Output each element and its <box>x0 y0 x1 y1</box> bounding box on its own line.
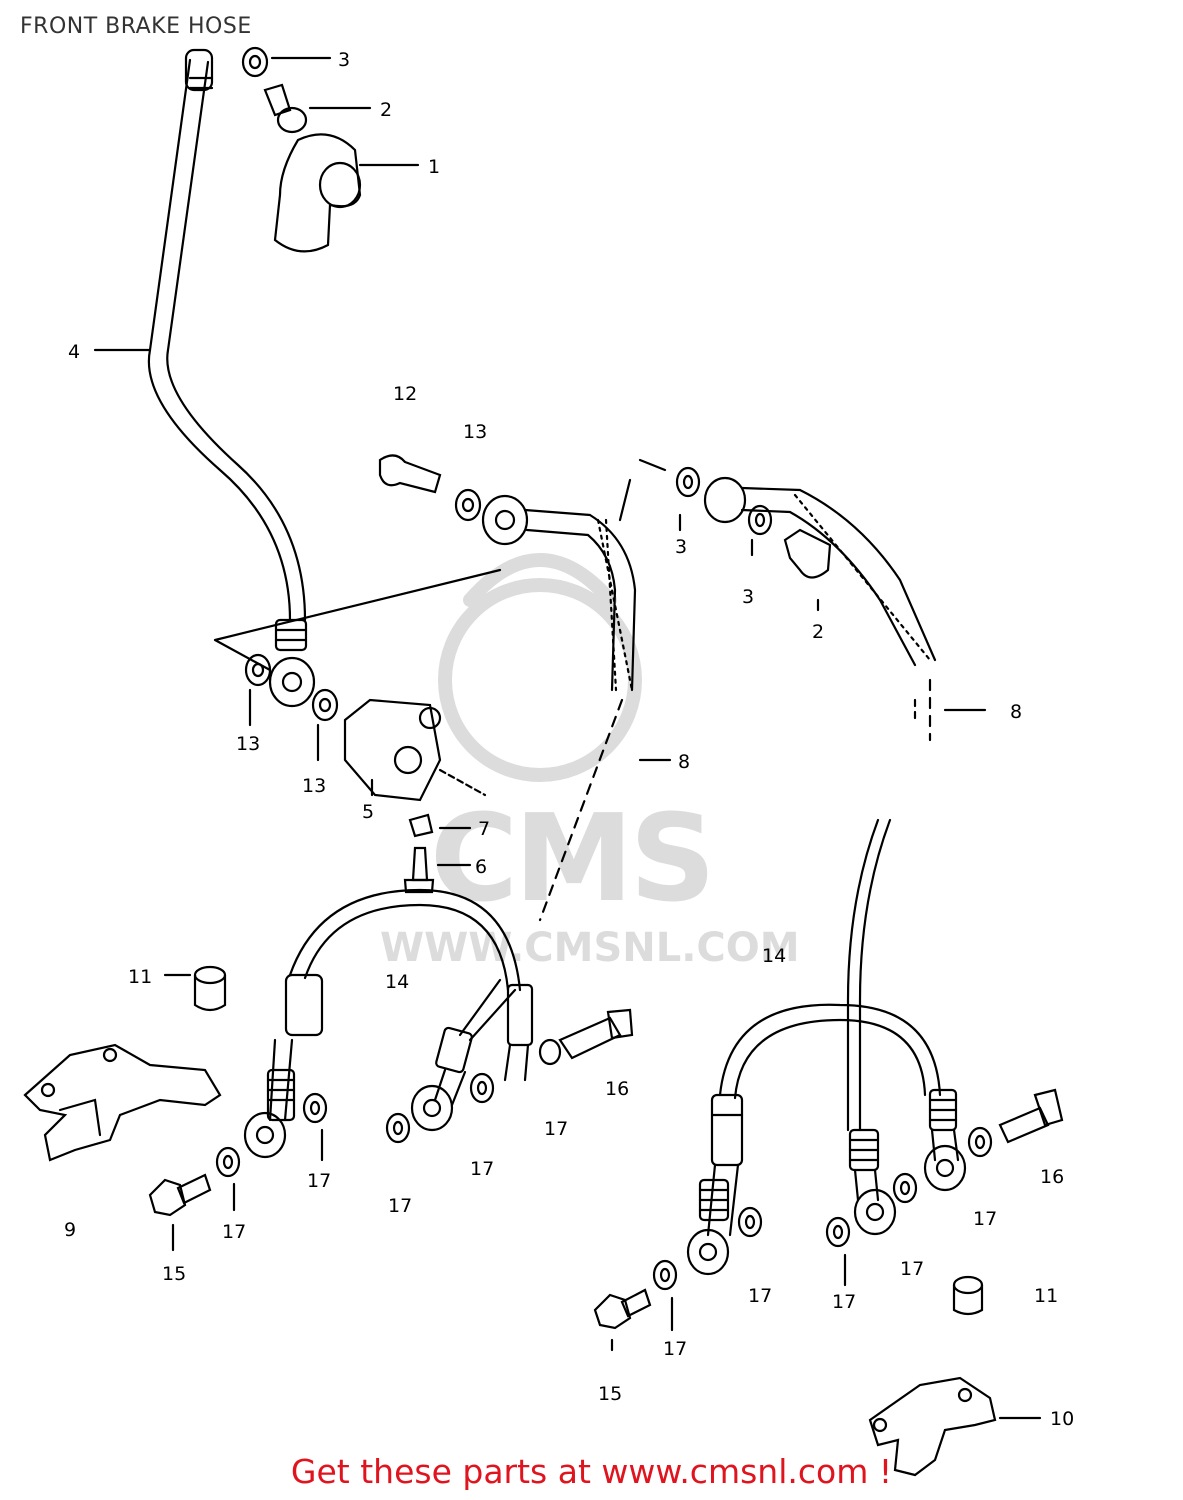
callout-17-f: 17 <box>973 1208 997 1230</box>
callout-15-left: 15 <box>162 1263 186 1285</box>
part-1-union[interactable] <box>273 133 362 253</box>
callout-16-right: 16 <box>1040 1166 1064 1188</box>
part-11-cap-left[interactable] <box>193 965 227 1012</box>
part-13-washers[interactable] <box>244 488 482 722</box>
callout-17-g: 17 <box>900 1258 924 1280</box>
callout-3: 3 <box>338 49 350 71</box>
callout-17-c: 17 <box>388 1195 412 1217</box>
part-17-washers-left[interactable] <box>215 1072 495 1178</box>
part-2-bolt[interactable] <box>263 83 308 134</box>
leaders-13-5 <box>248 688 374 797</box>
callout-13-b: 13 <box>302 775 326 797</box>
hose-8-right[interactable] <box>703 476 937 742</box>
callout-8-left: 8 <box>678 751 690 773</box>
callout-17-b: 17 <box>222 1221 246 1243</box>
callout-17-a: 17 <box>307 1170 331 1192</box>
callout-3-right-b: 3 <box>742 586 754 608</box>
callout-13-top: 13 <box>463 421 487 443</box>
watermark-mascot <box>438 553 642 782</box>
part-12-bolt[interactable] <box>378 454 442 494</box>
callout-4: 4 <box>68 341 80 363</box>
part-11-cap-right[interactable] <box>952 1275 984 1316</box>
part-3-washers-right[interactable] <box>675 466 773 536</box>
callout-14-left: 14 <box>385 971 409 993</box>
leaders-6-7 <box>436 826 472 867</box>
leaders-17-left <box>232 1128 324 1212</box>
callout-17-e: 17 <box>544 1118 568 1140</box>
callout-17-i: 17 <box>832 1291 856 1313</box>
part-10-bracket[interactable] <box>868 1376 997 1477</box>
hose-4[interactable] <box>147 48 316 708</box>
part-9-bracket[interactable] <box>23 1043 222 1162</box>
callout-8-right: 8 <box>1010 701 1022 723</box>
leaders-3-2-right <box>678 513 820 612</box>
callout-2-right: 2 <box>812 621 824 643</box>
footer-link[interactable]: Get these parts at www.cmsnl.com ! <box>290 1452 893 1491</box>
callout-13-a: 13 <box>236 733 260 755</box>
hose-8-left[interactable] <box>481 494 637 922</box>
part-16-bolt-left[interactable] <box>538 1008 634 1066</box>
callout-11-left: 11 <box>128 966 152 988</box>
callout-17-j: 17 <box>663 1338 687 1360</box>
callout-14-right: 14 <box>762 945 786 967</box>
leaders-17-right <box>670 1253 847 1332</box>
part-5-joint[interactable] <box>343 698 442 802</box>
part-6-bolt[interactable] <box>403 846 435 894</box>
part-7-washer[interactable] <box>408 813 434 838</box>
callout-6: 6 <box>475 856 487 878</box>
callout-10: 10 <box>1050 1408 1074 1430</box>
callout-labels: 3 2 1 4 12 13 3 3 2 8 8 13 13 5 7 6 11 1… <box>64 49 1074 1430</box>
page-title: FRONT BRAKE HOSE <box>20 14 252 39</box>
part-3-washer[interactable] <box>241 46 269 78</box>
assembly-line-right <box>618 458 667 522</box>
hose-14-left[interactable] <box>243 888 534 1159</box>
callout-1: 1 <box>428 156 440 178</box>
part-16-bolt-right[interactable] <box>998 1088 1064 1144</box>
part-2-bolt-right[interactable] <box>783 528 832 579</box>
part-15-bolt-right[interactable] <box>593 1288 652 1330</box>
callout-7: 7 <box>478 818 490 840</box>
callout-3-right-a: 3 <box>675 536 687 558</box>
callout-2: 2 <box>380 99 392 121</box>
watermark-url: WWW.CMSNL.COM <box>380 925 800 971</box>
callout-15-right: 15 <box>598 1383 622 1405</box>
dash-5 <box>438 768 487 797</box>
callout-16-left: 16 <box>605 1078 629 1100</box>
hose-14-right[interactable] <box>686 818 967 1276</box>
callout-9: 9 <box>64 1219 76 1241</box>
callout-17-d: 17 <box>470 1158 494 1180</box>
callout-5: 5 <box>362 801 374 823</box>
part-15-bolt-left[interactable] <box>148 1173 212 1217</box>
callout-11-right: 11 <box>1034 1285 1058 1307</box>
callout-17-h: 17 <box>748 1285 772 1307</box>
callout-12: 12 <box>393 383 417 405</box>
part-17-washers-right[interactable] <box>652 1126 993 1291</box>
